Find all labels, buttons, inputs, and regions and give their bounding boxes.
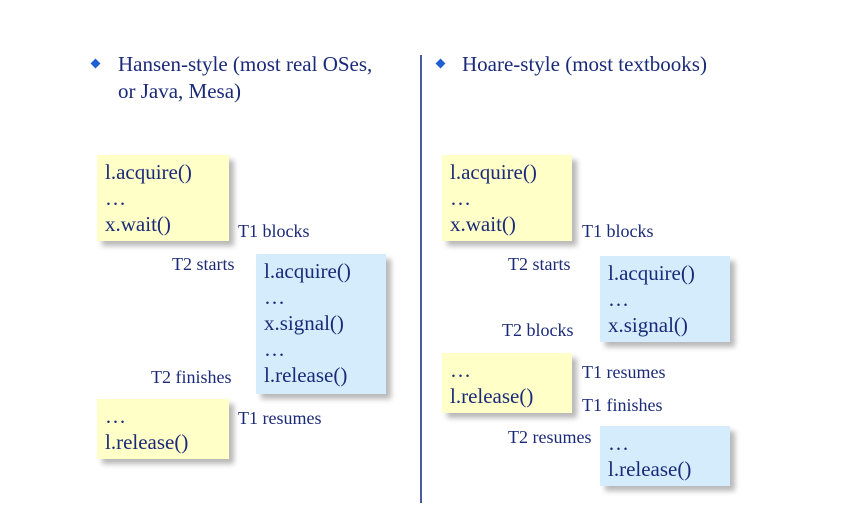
code-line: l.acquire() [264,259,351,283]
label-t1-resumes: T1 resumes [582,362,666,382]
code-line: … [105,186,126,210]
right-t2-start-box: l.acquire() … x.signal() [600,256,730,342]
right-t1-start-box: l.acquire() … x.wait() [442,155,572,241]
code-line: … [608,287,629,311]
bullet-icon [435,58,446,69]
label-t1-resumes: T1 resumes [238,408,322,428]
code-line: l.acquire() [608,261,695,285]
code-line: l.release() [450,384,534,408]
label-t1-blocks: T1 blocks [238,221,310,241]
code-line: l.release() [105,430,189,454]
label-t1-blocks: T1 blocks [582,221,654,241]
code-line: l.acquire() [105,160,192,184]
code-line: … [450,358,471,382]
right-t1-end-box: … l.release() [442,353,572,413]
left-heading-line2: or Java, Mesa) [118,79,242,103]
left-t1-start-box: l.acquire() … x.wait() [97,155,229,241]
code-line: x.signal() [608,313,688,337]
label-t2-blocks: T2 blocks [502,320,574,340]
code-line: … [264,285,285,309]
code-line: … [450,186,471,210]
code-line: … [105,404,126,428]
code-line: x.wait() [450,212,516,236]
right-t2-end-box: … l.release() [600,426,730,486]
right-heading: Hoare-style (most textbooks) [462,52,707,76]
column-divider [420,55,422,503]
left-heading-line1: Hansen-style (most real OSes, [118,52,373,76]
label-t2-starts: T2 starts [172,254,235,274]
label-t2-starts: T2 starts [508,254,571,274]
code-line: l.acquire() [450,160,537,184]
code-line: l.release() [264,363,348,387]
code-line: … [264,337,285,361]
label-t2-resumes: T2 resumes [508,427,592,447]
code-line: x.signal() [264,311,344,335]
label-t1-finishes: T1 finishes [582,395,663,415]
code-line: x.wait() [105,212,171,236]
code-line: … [608,431,629,455]
label-t2-finishes: T2 finishes [151,367,232,387]
left-t1-end-box: … l.release() [97,399,229,459]
code-line: l.release() [608,457,692,481]
left-t2-box: l.acquire() … x.signal() … l.release() [256,254,386,394]
bullet-icon [90,58,101,69]
